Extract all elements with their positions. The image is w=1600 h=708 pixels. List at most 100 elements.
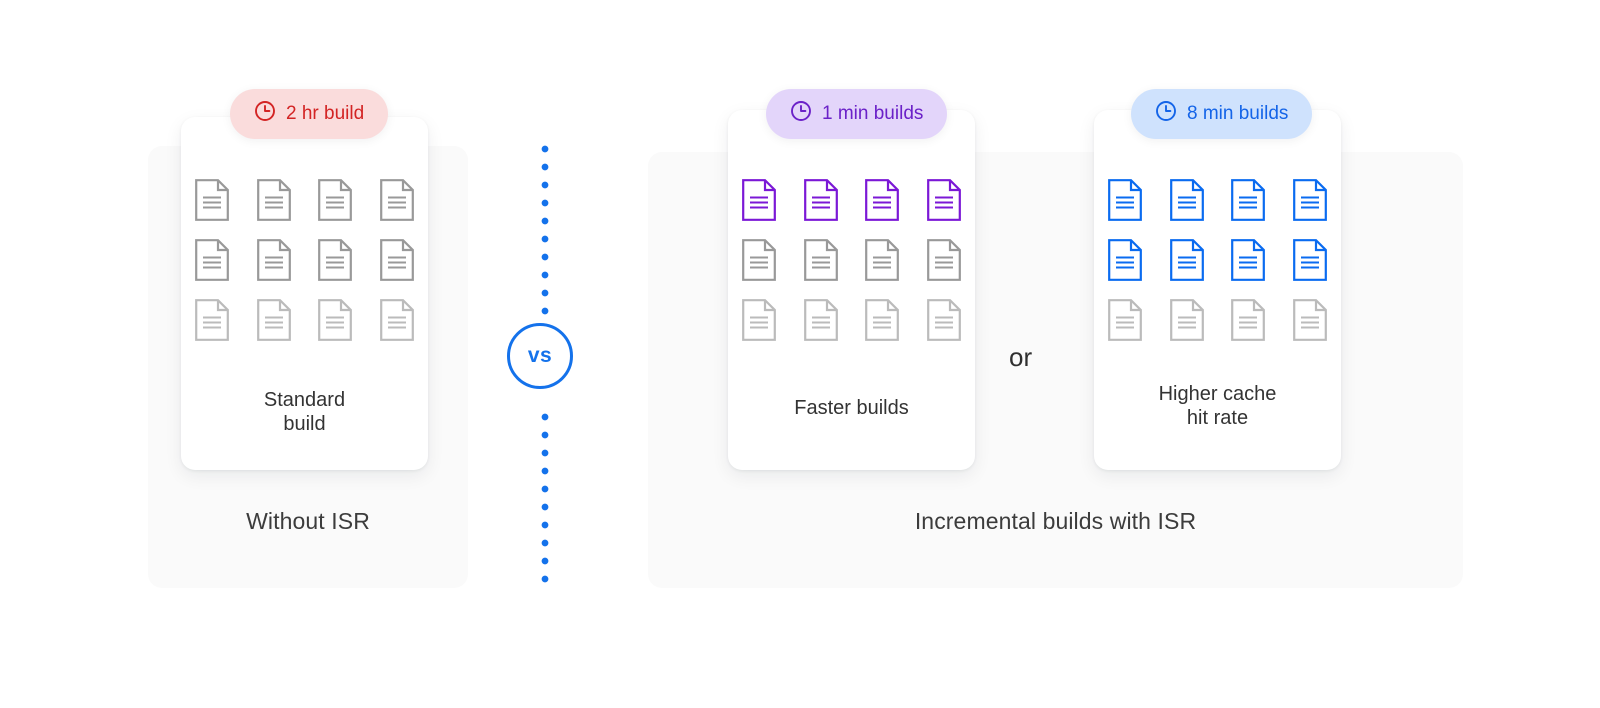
- divider-dots-bottom: [541, 413, 549, 593]
- document-icon: [865, 239, 900, 281]
- document-icon: [194, 298, 230, 342]
- document-icon: [318, 179, 353, 221]
- vs-badge: vs: [507, 323, 573, 389]
- document-icon: [741, 238, 777, 282]
- document-icon-highlighted: [926, 178, 962, 222]
- document-icon: [1107, 299, 1142, 341]
- document-icon: [194, 238, 230, 282]
- document-icon: [865, 179, 900, 221]
- document-icon: [926, 298, 962, 342]
- document-icon: [194, 299, 229, 341]
- document-icon: [256, 299, 291, 341]
- document-icon: [379, 238, 415, 282]
- document-icon-highlighted: [741, 178, 777, 222]
- document-icon-highlighted: [1169, 178, 1205, 222]
- document-icon: [256, 238, 292, 282]
- document-icon: [741, 239, 776, 281]
- card-label-higher-cache-hit-rate: Higher cache hit rate: [1094, 382, 1341, 430]
- document-icon: [1107, 179, 1142, 221]
- document-icon: [379, 298, 415, 342]
- document-icon: [1107, 298, 1143, 342]
- doc-grid-faster-builds: [728, 178, 975, 342]
- document-icon: [1169, 299, 1204, 341]
- document-icon-highlighted: [864, 178, 900, 222]
- or-conjunction: or: [1009, 342, 1033, 372]
- document-icon: [194, 239, 229, 281]
- document-icon-highlighted: [1230, 238, 1266, 282]
- clock-icon: [1155, 100, 1177, 128]
- document-icon: [803, 298, 839, 342]
- badge-label: 1 min builds: [822, 103, 924, 124]
- badge-label: 8 min builds: [1187, 103, 1289, 124]
- document-icon: [803, 179, 838, 221]
- document-icon-highlighted: [1230, 178, 1266, 222]
- document-icon: [927, 299, 962, 341]
- document-icon: [1293, 239, 1328, 281]
- document-icon: [864, 298, 900, 342]
- document-icon: [256, 239, 291, 281]
- document-icon-highlighted: [803, 178, 839, 222]
- document-icon-highlighted: [1107, 238, 1143, 282]
- document-icon: [1107, 239, 1142, 281]
- document-icon-highlighted: [1292, 178, 1328, 222]
- badge-2hr-build[interactable]: 2 hr build: [230, 89, 389, 139]
- document-icon: [927, 179, 962, 221]
- document-icon: [1169, 239, 1204, 281]
- document-icon: [256, 179, 291, 221]
- document-icon: [865, 299, 900, 341]
- document-icon: [741, 299, 776, 341]
- document-icon: [741, 179, 776, 221]
- document-icon-highlighted: [1169, 238, 1205, 282]
- badge-label: 2 hr build: [286, 103, 365, 124]
- card-faster-builds[interactable]: Faster builds: [728, 110, 975, 470]
- document-icon: [194, 178, 230, 222]
- document-icon: [318, 299, 353, 341]
- panel-caption-without-isr: Without ISR: [246, 508, 370, 534]
- document-icon: [1169, 298, 1205, 342]
- divider-dots-top: [541, 145, 549, 325]
- document-icon: [256, 298, 292, 342]
- document-icon: [380, 239, 415, 281]
- card-label-line1: Higher cache: [1158, 383, 1277, 405]
- document-icon: [803, 299, 838, 341]
- document-icon: [926, 238, 962, 282]
- card-standard-build[interactable]: Standard build: [181, 117, 428, 470]
- document-icon: [927, 239, 962, 281]
- doc-grid-higher-cache-hit-rate: [1094, 178, 1341, 342]
- card-label-faster-builds: Faster builds: [728, 396, 975, 420]
- document-icon: [1230, 298, 1266, 342]
- panel-caption-incremental-builds: Incremental builds with ISR: [914, 508, 1197, 534]
- document-icon: [741, 298, 777, 342]
- document-icon: [380, 299, 415, 341]
- badge-1min-builds[interactable]: 1 min builds: [766, 89, 948, 139]
- document-icon: [379, 178, 415, 222]
- document-icon: [256, 178, 292, 222]
- document-icon: [318, 239, 353, 281]
- document-icon: [380, 179, 415, 221]
- vs-divider: vs: [507, 145, 573, 593]
- document-icon: [1292, 298, 1328, 342]
- document-icon: [1231, 239, 1266, 281]
- document-icon: [864, 238, 900, 282]
- document-icon: [1169, 179, 1204, 221]
- doc-grid-standard-build: [181, 178, 428, 342]
- card-label-line1: Faster builds: [794, 397, 909, 419]
- document-icon: [317, 238, 353, 282]
- card-label-line2: build: [283, 413, 326, 435]
- card-label-line1: Standard: [263, 389, 346, 411]
- badge-8min-builds[interactable]: 8 min builds: [1131, 89, 1313, 139]
- clock-icon: [790, 100, 812, 128]
- document-icon: [317, 178, 353, 222]
- document-icon-highlighted: [1292, 238, 1328, 282]
- document-icon: [803, 238, 839, 282]
- card-higher-cache-hit-rate[interactable]: Higher cache hit rate: [1094, 110, 1341, 470]
- document-icon: [1231, 299, 1266, 341]
- document-icon: [1293, 179, 1328, 221]
- document-icon: [317, 298, 353, 342]
- document-icon: [803, 239, 838, 281]
- document-icon: [1293, 299, 1328, 341]
- card-label-line2: hit rate: [1186, 407, 1249, 429]
- card-label-standard-build: Standard build: [181, 388, 428, 436]
- document-icon: [1231, 179, 1266, 221]
- document-icon: [194, 179, 229, 221]
